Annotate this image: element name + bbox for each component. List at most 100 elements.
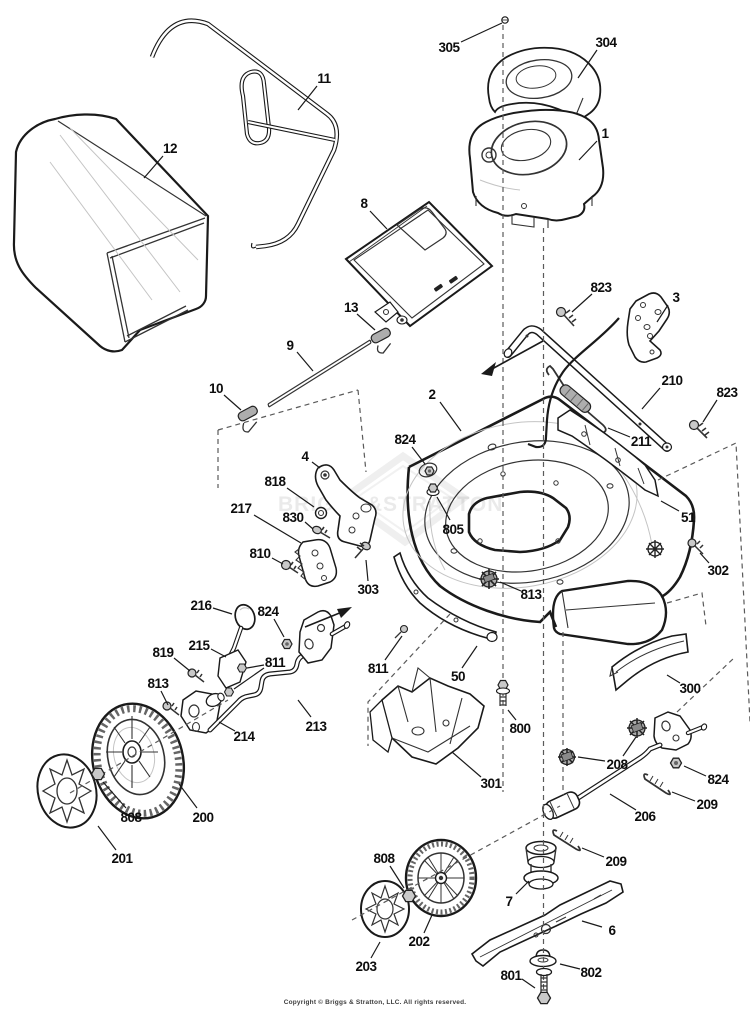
leader-line-818 [286, 487, 315, 508]
leader-line-801 [521, 978, 536, 989]
copyright-text: Copyright © Briggs & Stratton, LLC. All … [283, 999, 467, 1006]
leader-line-13 [356, 313, 376, 331]
blade-washer-part [529, 949, 557, 968]
rear-deflector-part [557, 409, 660, 498]
screw-305-part [501, 16, 509, 24]
screw-813b-part [162, 701, 180, 716]
gear-208a-part [558, 748, 576, 766]
part-label-3: 3 [672, 290, 680, 305]
engine-part [468, 108, 605, 228]
part-label-818: 818 [264, 474, 286, 489]
part-label-213: 213 [305, 719, 327, 734]
part-label-206: 206 [634, 809, 656, 824]
leader-line-802 [559, 963, 581, 970]
part-label-215: 215 [188, 638, 210, 653]
part-label-2: 2 [428, 387, 435, 402]
rod-clip-rear-part [370, 327, 392, 354]
leader-line-823 [702, 399, 718, 423]
assembly-direction-arrow-center-shaft [491, 340, 544, 370]
part-label-217: 217 [230, 501, 251, 516]
leader-line-211 [607, 427, 631, 438]
leader-line-214 [218, 721, 236, 732]
nut-808b-part [401, 889, 417, 903]
bag-frame-part [149, 18, 340, 250]
part-label-13: 13 [344, 300, 359, 315]
part-label-10: 10 [209, 381, 223, 396]
mulch-cover-part [609, 633, 689, 692]
deck-right-gear-icon [646, 540, 664, 558]
door-rod-part [267, 339, 372, 408]
part-label-211: 211 [631, 434, 652, 449]
part-label-819: 819 [152, 645, 173, 660]
leader-line-2 [439, 401, 462, 432]
direction-arrows [304, 340, 544, 628]
nut-811b-part [223, 687, 235, 697]
handle-bracket-part [626, 292, 671, 363]
leader-line-305 [460, 22, 503, 43]
leader-line-3 [656, 304, 669, 323]
part-label-802: 802 [580, 965, 601, 980]
part-label-303: 303 [357, 582, 379, 597]
spring-209b-part [552, 829, 581, 852]
blade-adapter-part [523, 840, 559, 890]
axle-plate-part [298, 609, 335, 664]
part-label-11: 11 [317, 71, 331, 86]
part-label-200: 200 [192, 810, 213, 825]
rear-door-part [344, 200, 494, 328]
leader-line-215 [210, 648, 227, 658]
leader-line-12 [143, 155, 164, 179]
nut-811a-part [236, 663, 248, 673]
assembly-direction-arrow-center-head-icon [481, 362, 496, 376]
leader-line-819 [173, 657, 191, 672]
part-label-7: 7 [505, 894, 512, 909]
leader-line-303 [365, 559, 369, 582]
nut-824a-part [424, 466, 435, 476]
part-label-824: 824 [707, 772, 729, 787]
leader-line-203 [370, 941, 381, 959]
leader-line-11 [297, 85, 318, 111]
nut-824c-part [669, 757, 683, 769]
screw-819-part [187, 668, 205, 683]
leader-line-813 [160, 690, 169, 706]
part-label-824: 824 [394, 432, 416, 447]
front-skirt-part [393, 551, 498, 643]
part-label-51: 51 [681, 510, 696, 525]
part-label-808: 808 [373, 851, 395, 866]
leader-line-805 [436, 496, 451, 521]
part-label-801: 801 [500, 968, 522, 983]
part-label-202: 202 [408, 934, 429, 949]
leader-line-209 [581, 847, 605, 858]
leader-line-1 [578, 140, 598, 161]
part-label-805: 805 [442, 522, 464, 537]
leader-line-51 [660, 500, 680, 512]
part-label-305: 305 [438, 40, 460, 55]
lower-handle-part [503, 325, 673, 452]
bolt-801-part [535, 967, 553, 1005]
part-label-830: 830 [282, 510, 303, 525]
assembly-direction-arrow-left-head-icon [337, 607, 352, 618]
leader-line-824 [273, 618, 285, 638]
leader-line-823 [571, 293, 593, 313]
leader-line-824 [683, 765, 707, 777]
part-label-4: 4 [301, 449, 309, 464]
leader-line-808 [389, 865, 405, 889]
nut-808a-part [90, 767, 106, 781]
leader-line-206 [609, 793, 637, 811]
adjuster-knob-part [234, 603, 256, 631]
part-label-50: 50 [451, 669, 465, 684]
screw-823b-part [688, 419, 710, 439]
leader-line-202 [423, 914, 433, 934]
leader-lines [97, 22, 718, 989]
assembly-direction-arrow-left-shaft [304, 611, 343, 628]
screw-830-part [312, 525, 331, 539]
part-label-208: 208 [606, 757, 628, 772]
leader-line-302 [699, 552, 710, 564]
leader-line-4 [311, 461, 321, 469]
handle-spring-part [545, 364, 607, 434]
leader-line-824 [411, 446, 426, 465]
leader-line-210 [641, 387, 661, 410]
leader-line-200 [178, 783, 198, 809]
part-label-8: 8 [360, 196, 368, 211]
leader-line-813 [499, 581, 522, 592]
